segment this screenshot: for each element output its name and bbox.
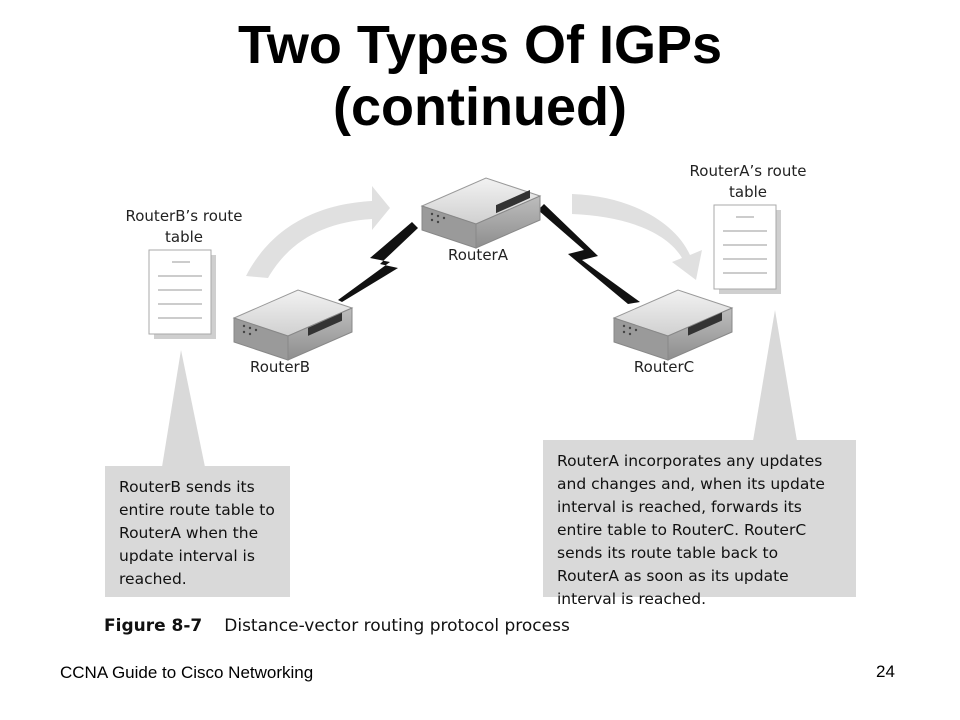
slide-title: Two Types Of IGPs (continued) <box>0 14 960 138</box>
router-a <box>420 177 542 249</box>
arrow-b-to-a <box>246 186 390 278</box>
footer-course-name: CCNA Guide to Cisco Networking <box>60 663 314 682</box>
figure-number: Figure 8-7 <box>104 616 203 636</box>
arrow-a-to-c <box>572 194 702 280</box>
routera-table-document-icon <box>713 204 781 294</box>
figure-caption: Figure 8-7 Distance-vector routing protoc… <box>104 616 570 636</box>
page-number: 24 <box>876 662 895 681</box>
router-b-label: RouterB <box>250 358 310 376</box>
callout-box-right: RouterA incorporates any updates and cha… <box>543 440 856 608</box>
link-b-a <box>338 222 418 302</box>
router-b <box>232 289 354 361</box>
routera-table-label: RouterA’s route table <box>689 162 807 201</box>
title-line-1: Two Types Of IGPs <box>237 15 723 75</box>
figure-caption-text: Distance-vector routing protocol process <box>224 616 570 636</box>
router-c <box>612 289 734 361</box>
callout-box-left: RouterB sends its entire route table to … <box>105 466 290 597</box>
routerb-table-label: RouterB’s route table <box>125 207 243 246</box>
router-c-label: RouterC <box>633 358 695 376</box>
link-a-c <box>538 204 640 304</box>
title-line-2: (continued) <box>333 77 627 137</box>
callout-pointer-left <box>162 350 205 467</box>
routerb-table-document-icon <box>148 249 216 339</box>
callout-pointer-right <box>753 310 797 441</box>
router-a-label: RouterA <box>448 246 508 264</box>
